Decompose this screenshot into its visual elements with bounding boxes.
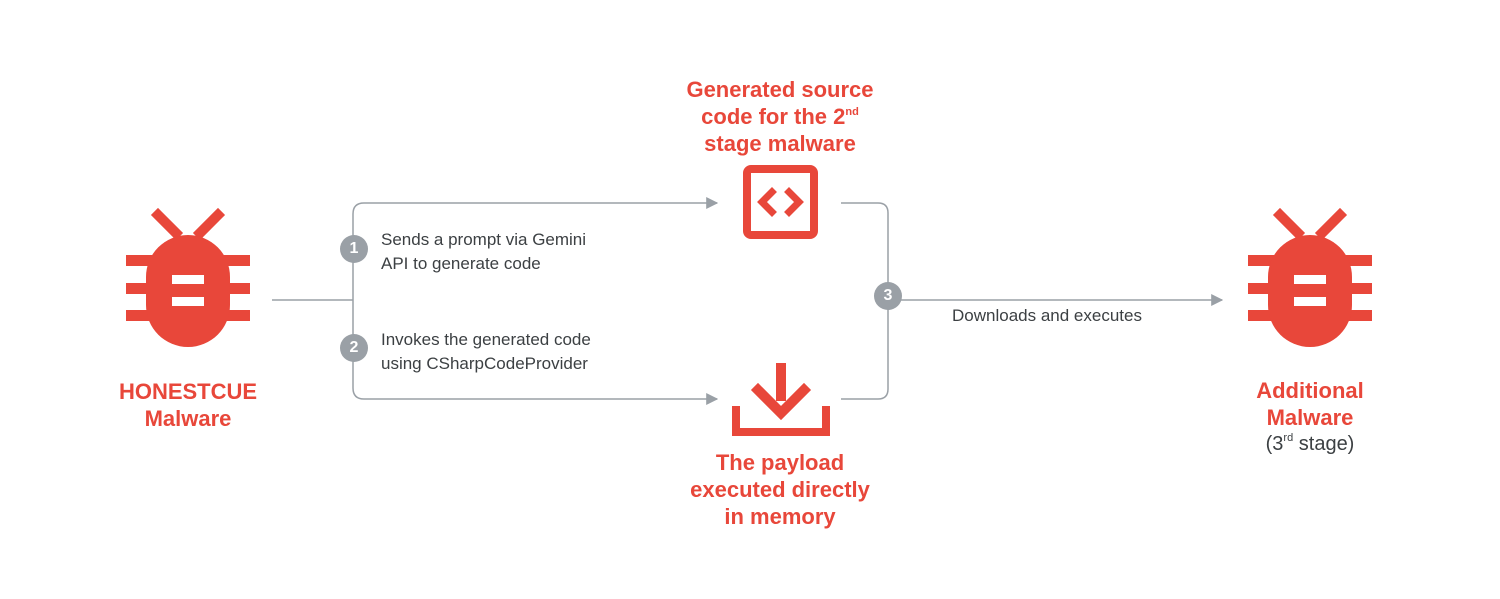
payload-title-line-2: executed directly: [690, 477, 870, 502]
download-icon: [732, 363, 830, 436]
step-1-line-1: Sends a prompt via Gemini: [381, 230, 587, 249]
connector-to-payload: [352, 300, 719, 405]
step-1-label: Sends a prompt via Gemini API to generat…: [381, 228, 681, 276]
additional-title-line-1: Additional: [1256, 378, 1364, 403]
connector-from-source-code: [841, 202, 889, 300]
source-code-title-line-1: Generated source: [686, 77, 874, 102]
additional-stage-close: stage): [1293, 433, 1355, 455]
step-2-label: Invokes the generated code using CSharpC…: [381, 328, 681, 376]
payload-title-line-3: in memory: [724, 504, 836, 529]
honestcue-title-line-1: HONESTCUE: [118, 379, 258, 404]
source-code-title: Generated source code for the 2nd stage …: [650, 76, 910, 157]
source-code-title-superscript: nd: [845, 106, 859, 118]
step-3-label: Downloads and executes: [952, 306, 1142, 325]
payload-title-line-1: The payload: [715, 450, 845, 475]
source-code-title-line-2: code for the 2nd: [650, 103, 910, 130]
payload-title: The payload executed directly in memory: [650, 449, 910, 530]
code-brackets-icon: [743, 165, 818, 239]
connector-to-source-code: [352, 197, 719, 300]
connector-lines: [272, 197, 1224, 405]
additional-title-line-2: Malware: [1266, 405, 1354, 430]
bug-icon: [1248, 215, 1372, 347]
step-number-2: 2: [340, 334, 368, 362]
honestcue-title-line-2: Malware: [144, 406, 232, 431]
additional-stage-open: (3: [1265, 433, 1284, 455]
step-number-1: 1: [340, 235, 368, 263]
additional-stage-label: (3rd stage): [1210, 431, 1410, 458]
step-1-line-2: API to generate code: [381, 254, 541, 273]
source-code-title-line-2-text: code for the 2: [701, 104, 846, 129]
step-2-line-1: Invokes the generated code: [381, 330, 591, 349]
bug-icon: [126, 215, 250, 347]
step-number-3: 3: [874, 282, 902, 310]
additional-malware-title: Additional Malware (3rd stage): [1210, 377, 1410, 458]
honestcue-title: HONESTCUE Malware: [88, 378, 288, 432]
connector-from-payload: [841, 300, 889, 400]
additional-stage-superscript: rd: [1283, 432, 1294, 444]
step-2-line-2: using CSharpCodeProvider: [381, 354, 588, 373]
source-code-title-line-3: stage malware: [704, 131, 856, 156]
